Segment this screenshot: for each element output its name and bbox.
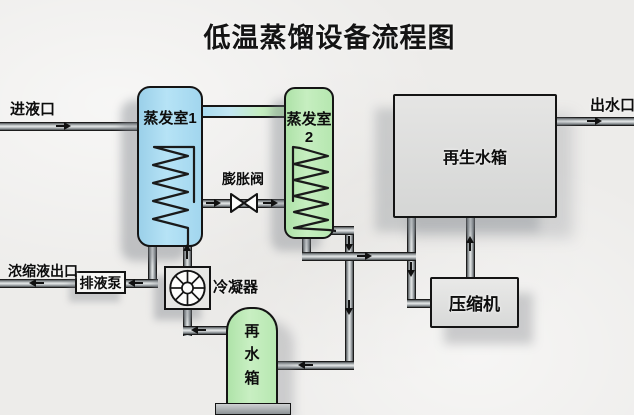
flow-arrow-evap2-down-1	[348, 236, 351, 244]
flow-arrow-outlet	[587, 120, 595, 123]
expansion-valve-icon	[230, 193, 258, 213]
fan-icon	[169, 269, 206, 307]
drain-pump-label: 排液泵	[79, 274, 122, 291]
flow-arrow-drain-right	[135, 282, 143, 285]
evaporator-top-duct	[200, 105, 286, 118]
evaporator2-label: 蒸发室2	[286, 111, 332, 146]
evaporator1-drain-stub-pipe	[148, 244, 157, 288]
evaporator2-bottom-stub-pipe	[302, 236, 311, 258]
rewater-tank-label: 再水箱	[244, 323, 260, 387]
flow-arrow-drain-left	[36, 282, 44, 285]
rewater-tank: 再水箱	[226, 307, 278, 406]
condenser-label: 冷凝器	[213, 279, 259, 296]
flow-arrow-valve-right	[263, 202, 271, 205]
outlet-label: 出水口	[590, 97, 634, 114]
compressor-box: 压缩机	[430, 277, 519, 328]
flow-arrow-compressor-up	[469, 243, 472, 251]
condenser-rewater-pipe	[183, 326, 229, 335]
flow-arrow-rewater-inlet	[305, 364, 313, 367]
flow-arrow-condenser-up	[186, 251, 189, 259]
condenser-down-pipe	[183, 308, 192, 336]
evaporator2-vessel: 蒸发室2	[284, 87, 336, 239]
page-title: 低温蒸馏设备流程图	[203, 23, 456, 53]
compressor-label: 压缩机	[449, 295, 500, 314]
flow-arrow-valve-left	[206, 202, 214, 205]
rewater-tank-base	[215, 403, 291, 415]
evaporator1-vessel: 蒸发室1	[137, 86, 203, 249]
regen-tank-label: 再生水箱	[442, 150, 507, 167]
expansion-valve-label: 膨胀阀	[222, 171, 264, 187]
regen-water-tank: 再生水箱	[393, 94, 557, 218]
evaporator2-right-outlet-pipe	[331, 226, 354, 235]
concentrate-outlet-label: 浓缩液出口	[8, 263, 78, 279]
flow-arrow-tank-down	[410, 262, 413, 270]
rewater-right-pipe	[277, 361, 354, 370]
inlet-label: 进液口	[10, 101, 56, 118]
flow-arrow-inlet	[56, 125, 64, 128]
evaporator1-label: 蒸发室1	[143, 110, 197, 127]
flow-arrow-mid-horizontal	[357, 255, 365, 258]
flow-arrow-condenser-inlet	[198, 329, 206, 332]
compressor-inlet-elbow-pipe	[407, 299, 433, 308]
flow-arrow-evap2-down-2	[348, 300, 351, 308]
drain-pump-box: 排液泵	[75, 271, 126, 294]
condenser-box	[164, 266, 211, 310]
